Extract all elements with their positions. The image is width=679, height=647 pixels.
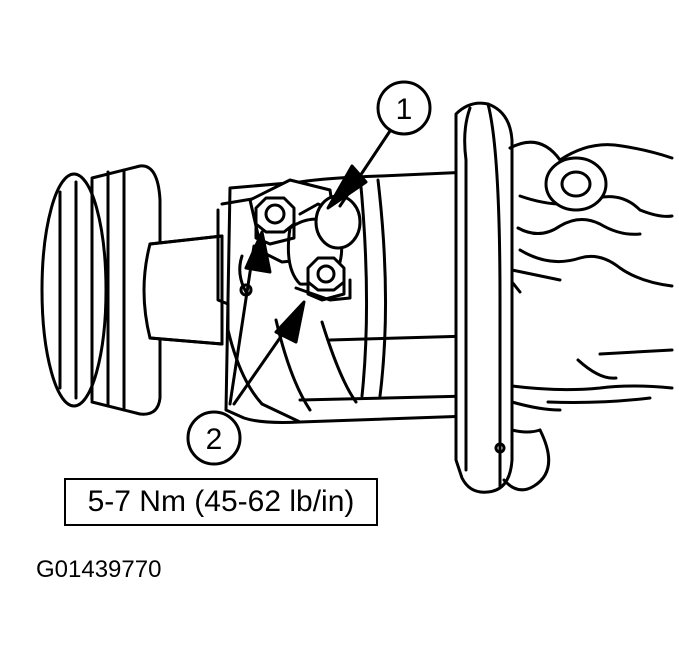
- callout-2: 2: [186, 230, 306, 466]
- callout-number: 1: [396, 93, 413, 126]
- bolt: [254, 196, 296, 246]
- callout-circle: [376, 80, 432, 136]
- bolt: [306, 256, 346, 302]
- callout-number: 2: [206, 423, 223, 456]
- callout-circle: [186, 410, 242, 466]
- torque-spec-box: 5-7 Nm (45-62 lb/in): [64, 478, 378, 526]
- callout-arrow: [244, 230, 272, 274]
- shaft: [142, 234, 224, 346]
- figure-id: G01439770: [36, 556, 162, 583]
- mounting-flange: [454, 101, 562, 494]
- pulley: [40, 164, 162, 416]
- torque-spec-text: 5-7 Nm (45-62 lb/in): [87, 485, 355, 518]
- callout-arrow: [326, 164, 368, 210]
- engine-housing: [508, 140, 674, 404]
- callout-1: 1: [326, 80, 432, 210]
- callout-arrow: [274, 300, 306, 344]
